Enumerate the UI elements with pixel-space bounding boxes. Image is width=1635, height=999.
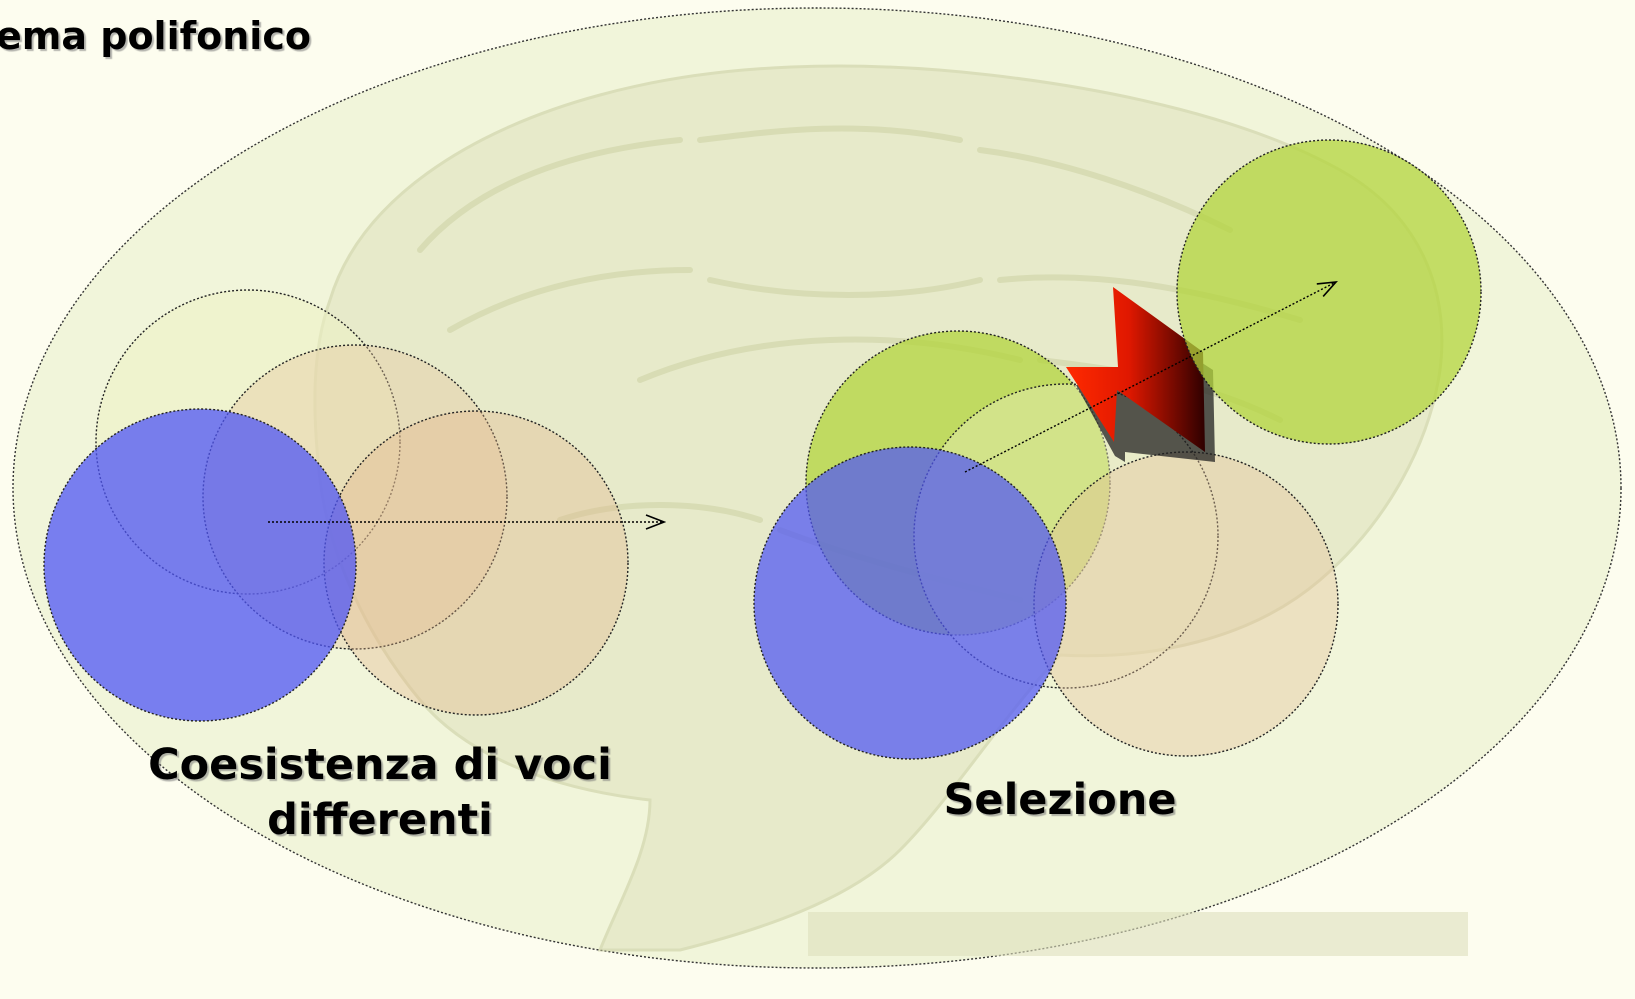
selected-green-circle — [1176, 139, 1482, 445]
coexistence-label-line2: differenti — [267, 795, 493, 845]
left-peach-circle-2 — [323, 410, 629, 716]
right-blue-circle — [753, 446, 1067, 760]
red-selection-arrow — [1066, 287, 1205, 452]
selection-label: Selezione — [943, 775, 1177, 825]
left-blue-circle — [43, 408, 357, 722]
page-title: ema polifonico — [0, 14, 311, 58]
right-selection-cluster — [753, 139, 1482, 760]
coexistence-label: Coesistenza di voci differenti — [100, 738, 660, 848]
right-peach-circle — [1033, 451, 1339, 757]
watermark-bar — [808, 912, 1468, 956]
left-voices-cluster — [43, 289, 664, 722]
coexistence-label-line1: Coesistenza di voci — [148, 740, 612, 790]
right-arrow — [964, 282, 1336, 473]
